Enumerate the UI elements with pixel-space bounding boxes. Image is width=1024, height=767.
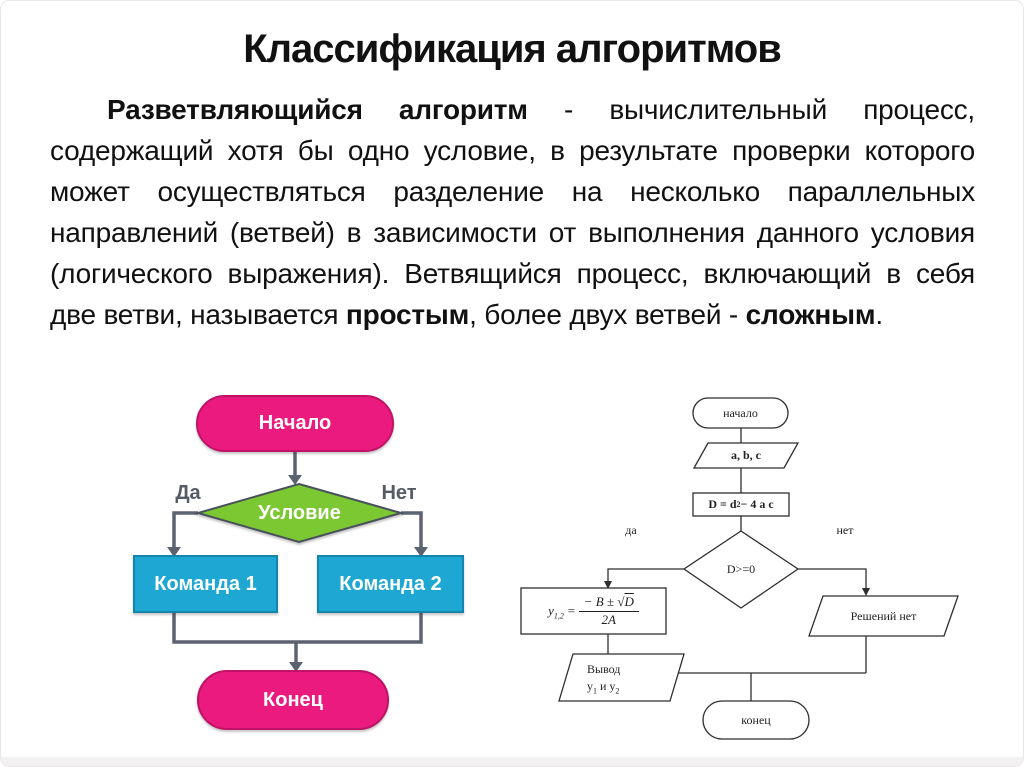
- formula-denominator: 2A: [601, 611, 616, 627]
- paragraph-run: Разветвляющийся алгоритм: [107, 94, 528, 125]
- arrowhead-icon: [604, 581, 612, 589]
- paragraph-run: , более двух ветвей -: [469, 299, 746, 330]
- formula-variable: у: [548, 603, 554, 618]
- discriminant-process-shape: [692, 492, 790, 517]
- simple-branching-flowchart-canvas: [133, 395, 464, 730]
- formula-numerator: − B ± √D: [578, 593, 639, 612]
- formula-radicand: D: [624, 593, 634, 609]
- formula-equals: =: [566, 603, 576, 618]
- formula-subscript: 1,2: [553, 611, 564, 621]
- input-parallelogram-shape: [692, 442, 800, 469]
- start-terminator-shape: [196, 395, 394, 452]
- output-lines: Вывод у1 и у2: [559, 661, 684, 695]
- start-terminator-shape: [692, 397, 789, 429]
- slide-title: Классификация алгоритмов: [243, 27, 782, 71]
- connector-yes-branch: [607, 568, 684, 581]
- branch-no-label: Нет: [381, 481, 417, 504]
- slide-paragraph: Разветвляющийся алгоритм - вычислительны…: [50, 89, 975, 335]
- simple-branching-flowchart: Начало Да Нет Условие Команда 1 Команда …: [131, 389, 471, 741]
- decision-label: D>=0: [726, 562, 756, 576]
- output-label: Вывод у1 и у2: [559, 654, 684, 701]
- branch-no-label: нет: [836, 522, 854, 537]
- paragraph-run: .: [875, 299, 883, 330]
- end-terminator-shape: [702, 700, 810, 740]
- paragraph-run: - вычислительный процесс, содержащий хот…: [50, 94, 976, 330]
- connector-no-branch: [798, 568, 867, 588]
- condition-diamond-shape: [194, 482, 405, 544]
- arrowhead-icon: [414, 547, 428, 557]
- no-solution-parallelogram-shape: [808, 595, 959, 637]
- slide-bottom-edge: [1, 757, 1023, 766]
- command2-process-shape: [317, 555, 464, 613]
- output-line1: Вывод: [587, 662, 621, 677]
- formula-fraction: − B ± √D 2A: [578, 593, 639, 628]
- arrowhead-icon: [289, 662, 303, 672]
- sqrt-icon: √: [617, 593, 625, 609]
- end-label: конец: [741, 712, 771, 727]
- arrowhead-icon: [862, 588, 870, 596]
- output-conjunction: и: [597, 678, 610, 693]
- command2-label: Команда 2: [339, 572, 442, 595]
- no-solution-label: Решений нет: [850, 608, 917, 623]
- decision-diamond-shape: [682, 530, 800, 609]
- end-terminator-shape: [197, 670, 389, 730]
- connector-yes-branch: [172, 511, 198, 547]
- arrowhead-icon: [167, 547, 181, 557]
- paragraph-run: сложным: [745, 299, 876, 330]
- roots-formula-label: у1,2 = − B ± √D 2A: [521, 588, 666, 634]
- output-y2-subscript: 2: [615, 685, 620, 695]
- end-label: Конец: [263, 688, 323, 711]
- connector-no-branch: [401, 511, 423, 547]
- input-label: a, b, c: [731, 448, 761, 462]
- roots-formula: у1,2 = − B ± √D 2A: [548, 593, 639, 628]
- output-line2: у1 и у2: [587, 678, 620, 695]
- quadratic-equation-flowchart-canvas: [520, 397, 959, 740]
- branch-yes-label: Да: [175, 481, 201, 504]
- start-label: начало: [723, 405, 758, 420]
- connector-merge: [172, 612, 423, 644]
- output-y1-subscript: 1: [593, 685, 597, 695]
- arrowhead-icon: [288, 475, 302, 485]
- discriminant-suffix: − 4 a c: [740, 497, 774, 511]
- condition-label: Условие: [258, 501, 341, 524]
- output-y2: у: [609, 678, 616, 693]
- discriminant-prefix: D = d: [708, 497, 737, 511]
- output-parallelogram-shape: [558, 653, 685, 702]
- output-y1: у: [587, 678, 593, 693]
- paragraph-run: простым: [345, 299, 470, 330]
- formula-numerator-prefix: − B ±: [583, 593, 618, 609]
- command1-label: Команда 1: [154, 572, 257, 595]
- command1-process-shape: [133, 555, 278, 613]
- start-label: Начало: [258, 412, 332, 434]
- branch-yes-label: да: [625, 522, 637, 537]
- formula-lhs: у1,2: [548, 603, 564, 621]
